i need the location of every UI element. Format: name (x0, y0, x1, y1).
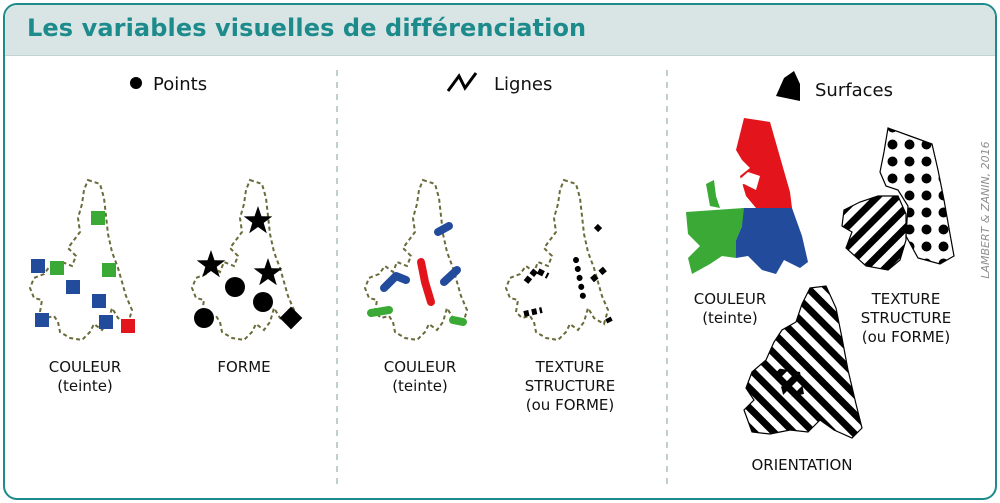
europe-outline (364, 179, 468, 341)
line-dotted (573, 257, 587, 305)
label-surfaces-structure: STRUCTURE (861, 309, 952, 327)
point-green (50, 261, 64, 275)
label-lignes-forme: (ou FORME) (526, 396, 614, 414)
map-points-forme (191, 179, 303, 341)
point-blue (99, 315, 113, 329)
point-blue (92, 294, 106, 308)
map-lignes-couleur (364, 179, 468, 341)
region-striped (841, 195, 907, 271)
header-band: Les variables visuelles de différenciati… (5, 5, 995, 56)
line-dashed (590, 265, 608, 283)
line-blue (434, 222, 453, 236)
label-lignes-texture: TEXTURE (535, 358, 605, 376)
lignes-heading: Lignes (446, 72, 552, 95)
map-surfaces-orientation (743, 285, 863, 439)
label-lignes-couleur: COULEUR (384, 358, 457, 376)
star-mark (196, 250, 226, 278)
circle-mark (225, 277, 245, 297)
map-surfaces-texture (841, 127, 955, 271)
label-surfaces-teinte: (teinte) (702, 309, 758, 327)
point-icon (130, 77, 142, 89)
figure-card: Les variables visuelles de différenciati… (3, 3, 997, 500)
region-dotted (879, 127, 955, 265)
region-green-north (706, 180, 720, 208)
point-blue (31, 259, 45, 273)
line-green (367, 306, 393, 317)
page-title: Les variables visuelles de différenciati… (27, 14, 587, 42)
region-oriented-other (776, 368, 804, 398)
point-blue (35, 313, 49, 327)
lignes-heading-label: Lignes (494, 74, 552, 95)
line-dashed (523, 307, 543, 317)
line-blue (380, 272, 410, 292)
point-green (91, 211, 105, 225)
region-red (736, 118, 792, 208)
map-lignes-texture (505, 179, 613, 341)
line-red (417, 258, 435, 306)
region-blue (736, 208, 808, 274)
point-red (121, 319, 135, 333)
line-green (449, 316, 467, 326)
line-blue (440, 266, 461, 286)
surfaces-heading: Surfaces (776, 71, 893, 101)
circle-mark (253, 292, 273, 312)
circle-mark (194, 308, 214, 328)
region-oriented (743, 285, 863, 439)
label-surfaces-couleur: COULEUR (694, 290, 767, 308)
diamond-mark (279, 306, 303, 330)
point-green (102, 263, 116, 277)
credit-text: LAMBERT & ZANIN, 2016 (979, 141, 992, 278)
points-heading-label: Points (153, 74, 207, 95)
label-points-couleur: COULEUR (49, 358, 122, 376)
points-heading: Points (130, 74, 207, 95)
label-lignes-teinte: (teinte) (392, 377, 448, 395)
line-icon (446, 72, 478, 92)
surface-icon (776, 71, 800, 101)
region-green (686, 208, 744, 274)
star-mark (253, 258, 283, 286)
surfaces-heading-label: Surfaces (815, 80, 893, 101)
label-surfaces-texture: TEXTURE (871, 290, 941, 308)
line-dashed (605, 316, 613, 324)
map-points-couleur (29, 179, 135, 341)
europe-outline (505, 179, 609, 341)
label-lignes-structure: STRUCTURE (525, 377, 616, 395)
label-surfaces-orientation: ORIENTATION (751, 456, 852, 474)
label-points-forme: FORME (217, 358, 270, 376)
star-mark (243, 206, 273, 234)
map-surfaces-couleur (686, 118, 808, 274)
region-gap (730, 172, 760, 190)
line-dashed (593, 223, 603, 233)
label-surfaces-forme: (ou FORME) (862, 328, 950, 346)
point-blue (66, 280, 80, 294)
line-dashed (523, 266, 550, 284)
label-points-teinte: (teinte) (57, 377, 113, 395)
